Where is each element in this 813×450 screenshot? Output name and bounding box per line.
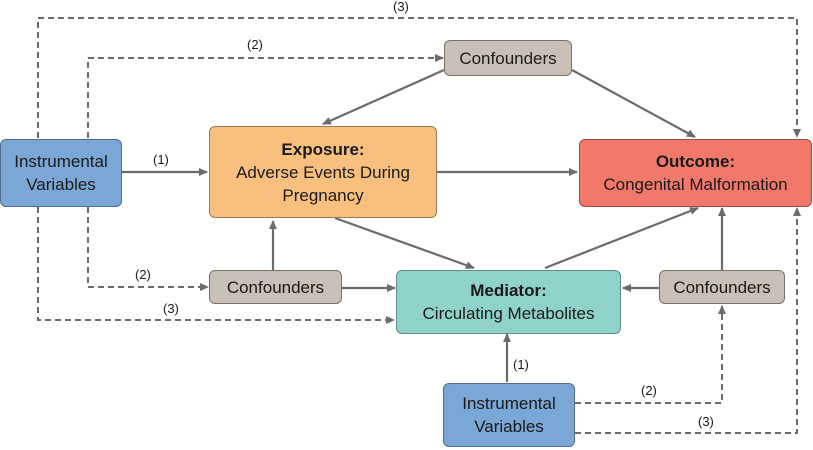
confounders-top: Confounders [444, 40, 572, 76]
edge-label-1-left: (1) [152, 152, 170, 167]
exposure-line1: Adverse Events During [236, 162, 410, 182]
exposure-line2: Pregnancy [282, 185, 364, 205]
exposure-node: Exposure: Adverse Events During Pregnanc… [209, 126, 437, 218]
outcome-title: Outcome: [655, 152, 736, 171]
edge-label-2-top: (2) [246, 37, 264, 52]
iv-bottom-line2: Variables [474, 417, 544, 436]
edge-label-2-bottom: (2) [640, 383, 658, 398]
dashed-path-2-top [87, 54, 444, 138]
mediator-line1: Circulating Metabolites [422, 304, 595, 323]
dashed-path-3-top [37, 17, 801, 138]
outcome-line1: Congenital Malformation [603, 175, 788, 194]
edge-label-3-mid: (3) [162, 301, 180, 316]
edge-label-1-bottom: (1) [512, 357, 530, 372]
edge-label-2-mid: (2) [134, 267, 152, 282]
dashed-path-3-mid [37, 207, 395, 324]
arrow-conf-top-to-outcome [571, 69, 696, 138]
outcome-node: Outcome: Congenital Malformation [579, 139, 812, 207]
iv-left-line1: Instrumental [14, 152, 108, 171]
edge-label-3-bottom: (3) [697, 414, 715, 429]
mediator-node: Mediator: Circulating Metabolites [396, 270, 621, 334]
confounders-right: Confounders [659, 270, 785, 304]
arrow-mediator-to-outcome [544, 206, 699, 270]
arrow-conf-top-to-exposure [322, 68, 445, 126]
exposure-title: Exposure: [281, 139, 365, 159]
instrumental-variables-bottom: Instrumental Variables [443, 383, 575, 447]
arrow-exposure-to-mediator [334, 216, 475, 270]
confounders-top-label: Confounders [459, 48, 557, 68]
confounders-right-label: Confounders [673, 277, 771, 297]
instrumental-variables-left: Instrumental Variables [0, 139, 122, 207]
dashed-path-2-bottom [575, 305, 726, 404]
iv-bottom-line1: Instrumental [462, 394, 556, 413]
dashed-path-3-bottom [575, 207, 801, 434]
dashed-path-2-mid [87, 207, 209, 291]
confounders-middle-label: Confounders [226, 277, 325, 297]
iv-left-line2: Variables [26, 175, 96, 194]
confounders-middle: Confounders [209, 270, 342, 304]
edge-label-3-top: (3) [392, 0, 410, 14]
mediator-title: Mediator: [470, 281, 547, 300]
